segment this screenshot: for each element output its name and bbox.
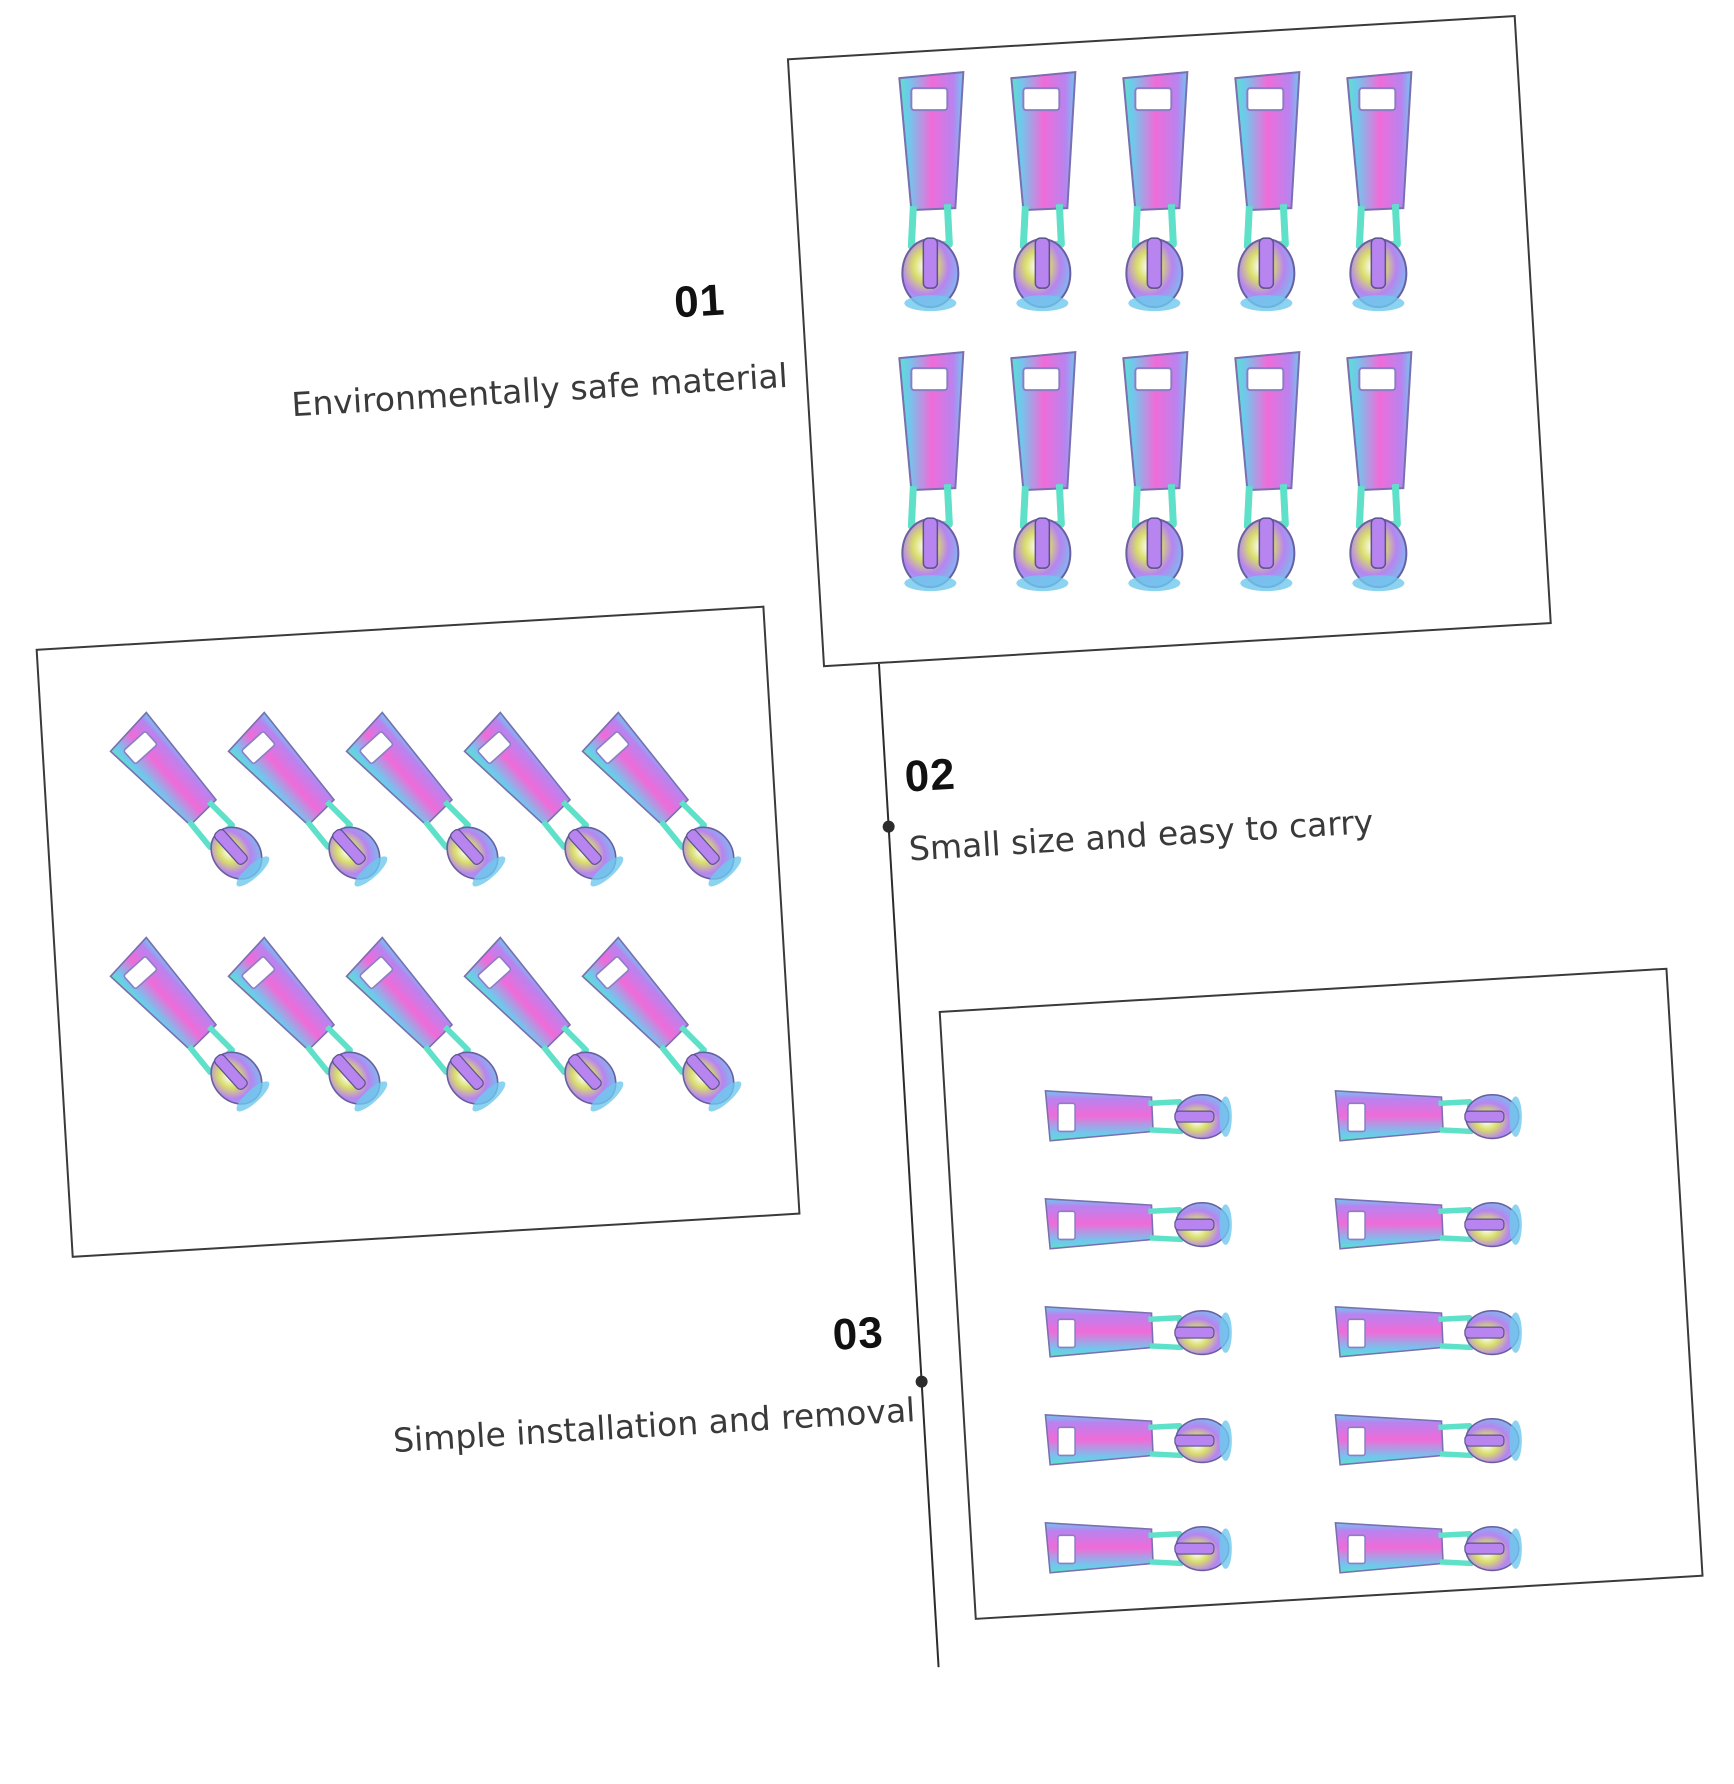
zipper-pull <box>1334 1090 1522 1142</box>
zipper-pull <box>1044 1522 1232 1574</box>
zipper-pull <box>1044 1306 1232 1358</box>
photo-zipper-pulls-horizontal <box>938 967 1704 1620</box>
step-number-02: 02 <box>903 749 958 802</box>
zipper-pull <box>1010 71 1077 312</box>
step-caption-01: Environmentally safe material <box>290 355 789 425</box>
zipper-pulls-horizontal-image <box>1044 1090 1522 1574</box>
zipper-pull <box>581 711 742 887</box>
photo-zipper-pulls-diagonal <box>35 605 801 1258</box>
zipper-pull <box>345 711 506 887</box>
zipper-pull <box>1044 1198 1232 1250</box>
step-caption-02: Small size and easy to carry <box>907 801 1375 869</box>
zipper-pull <box>1044 1090 1232 1142</box>
zipper-pull <box>463 711 624 887</box>
zipper-pull <box>898 351 965 592</box>
zipper-pull <box>109 711 270 887</box>
zipper-pull <box>1044 1414 1232 1466</box>
step-caption-03: Simple installation and removal <box>392 1390 917 1461</box>
zipper-pull <box>227 711 388 887</box>
zipper-pull <box>581 936 742 1112</box>
zipper-pull <box>1122 71 1189 312</box>
zipper-pull <box>227 936 388 1112</box>
zipper-pulls-diagonal-image <box>109 711 742 1112</box>
timeline-dot-02 <box>882 820 895 833</box>
zipper-pull <box>1234 351 1301 592</box>
zipper-pull <box>463 936 624 1112</box>
zipper-pull <box>1334 1522 1522 1574</box>
zipper-pull <box>898 71 965 312</box>
zipper-pull <box>1346 351 1413 592</box>
zipper-pull <box>1346 71 1413 312</box>
zipper-pull <box>1334 1414 1522 1466</box>
zipper-pull <box>345 936 506 1112</box>
step-number-03: 03 <box>831 1307 886 1360</box>
zipper-pull <box>1334 1198 1522 1250</box>
zipper-pulls-vertical-image <box>898 71 1413 592</box>
photo-zipper-pulls-vertical <box>786 15 1552 668</box>
zipper-pull <box>1010 351 1077 592</box>
zipper-pull <box>109 936 270 1112</box>
zipper-pull <box>1234 71 1301 312</box>
zipper-pull <box>1334 1306 1522 1358</box>
timeline-dot-03 <box>915 1375 928 1389</box>
zipper-pull <box>1122 351 1189 592</box>
step-number-01: 01 <box>672 275 727 328</box>
